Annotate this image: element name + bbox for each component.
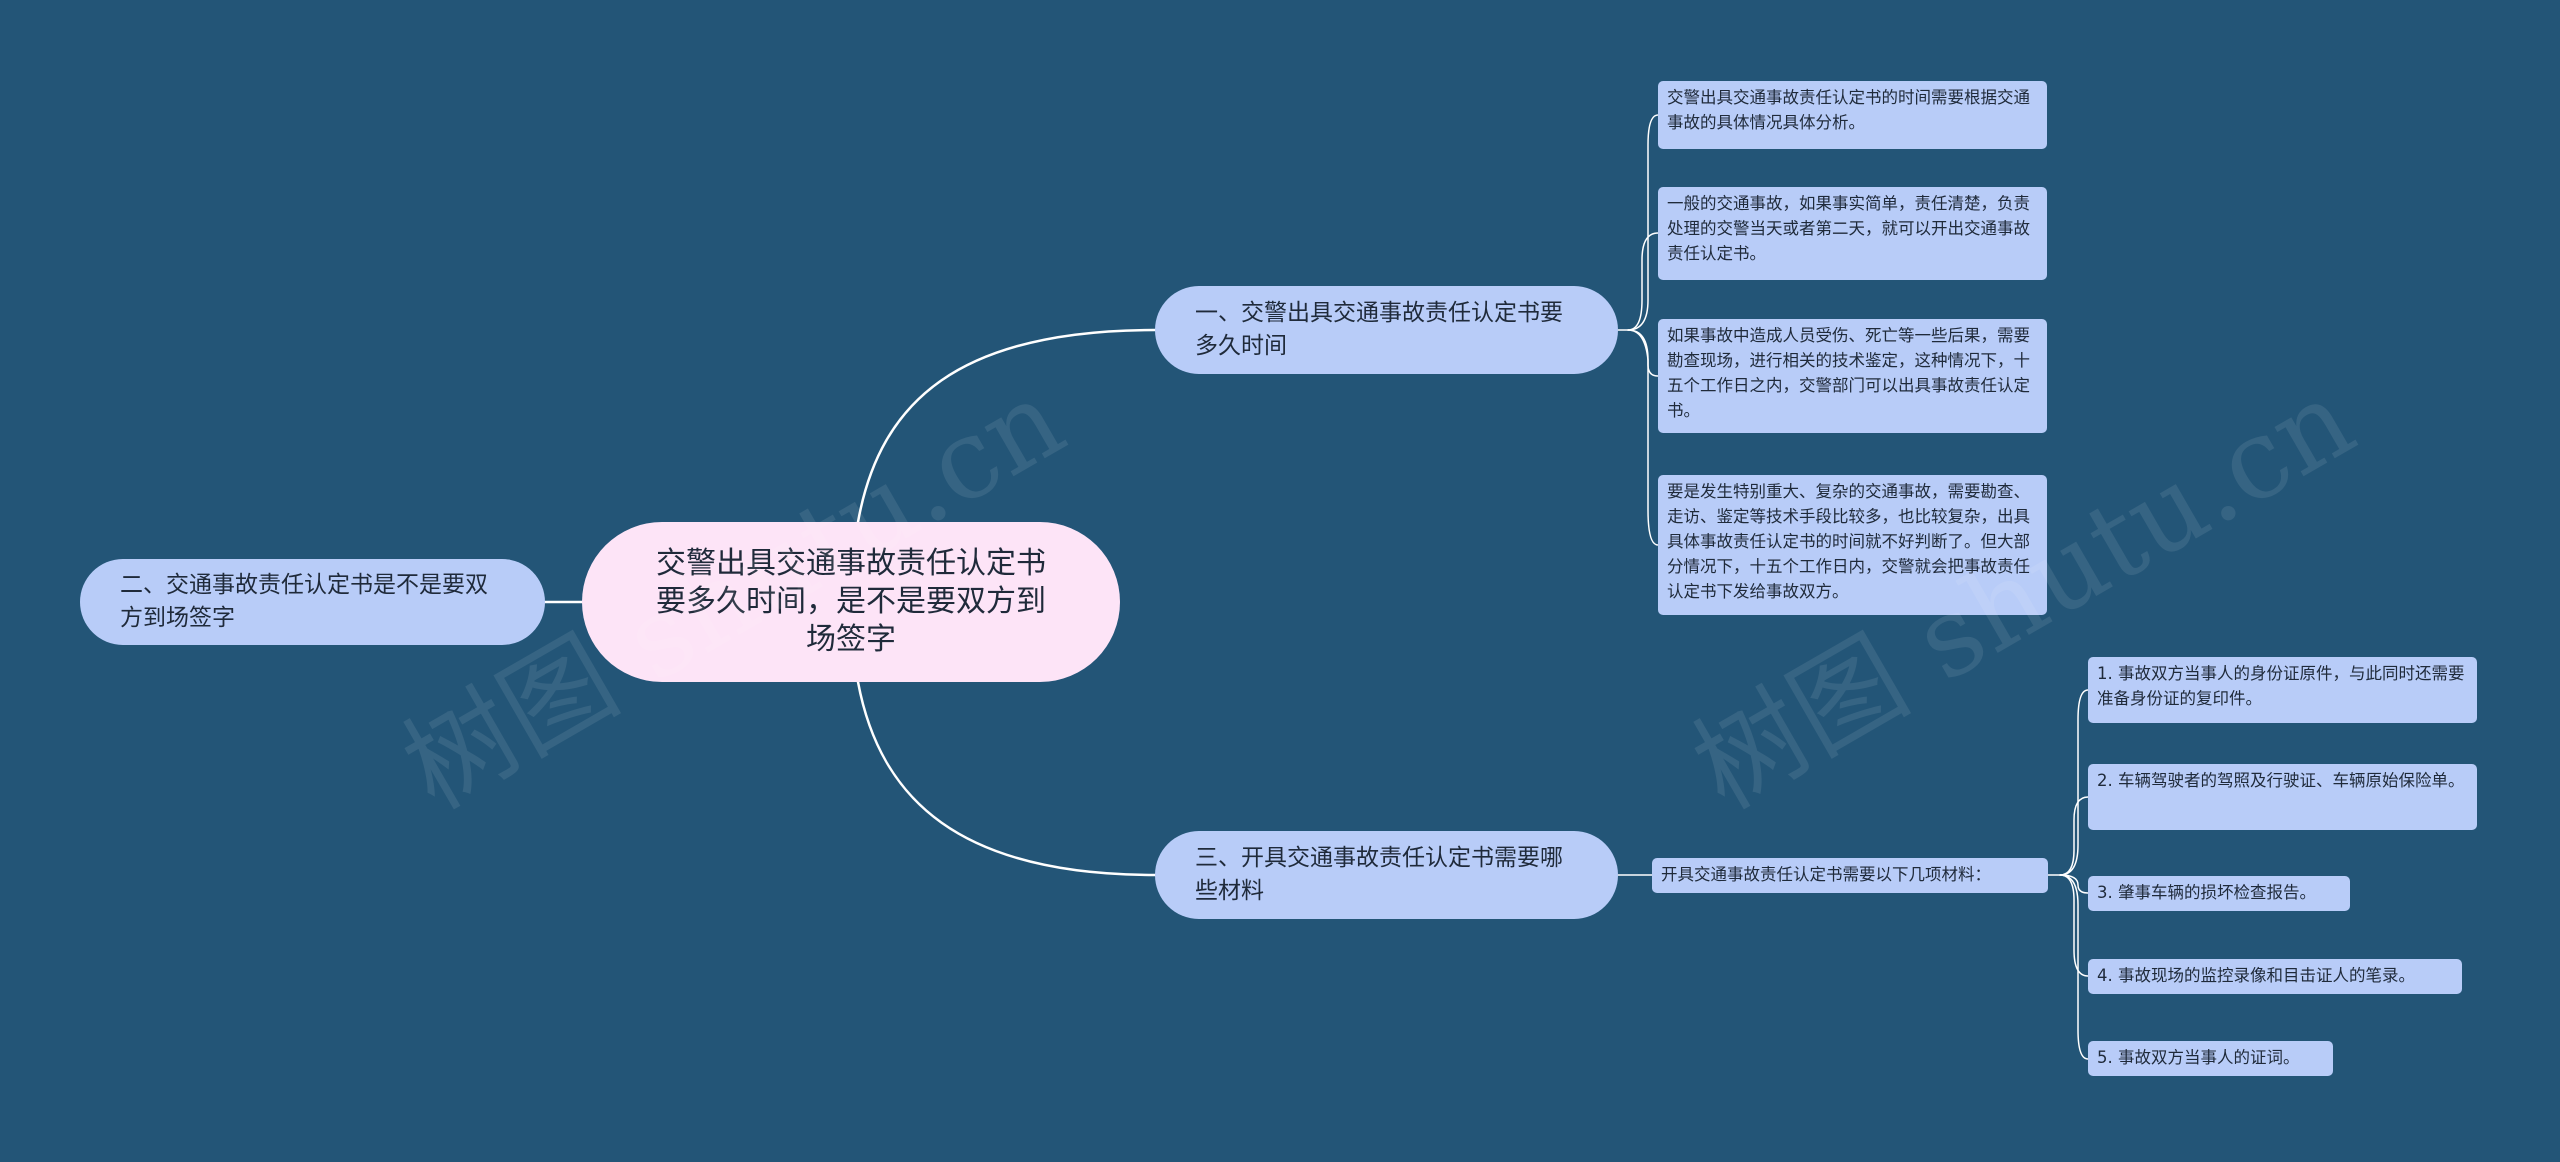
branch-node-duration[interactable]: 一、交警出具交通事故责任认定书要多久时间 [1155, 286, 1618, 374]
branch-node-materials[interactable]: 三、开具交通事故责任认定书需要哪些材料 [1155, 831, 1618, 919]
leaf-node-materials-4-text: 4. 事故现场的监控录像和目击证人的笔录。 [2097, 966, 2415, 985]
connector-middle-leaf2 [2059, 796, 2089, 876]
leaf-node-duration-1[interactable]: 交警出具交通事故责任认定书的时间需要根据交通事故的具体情况具体分析。 [1658, 81, 2047, 149]
leaf-node-duration-4-text: 要是发生特别重大、复杂的交通事故，需要勘查、走访、鉴定等技术手段比较多，也比较复… [1667, 482, 2030, 601]
leaf-node-materials-1-text: 1. 事故双方当事人的身份证原件，与此同时还需要准备身份证的复印件。 [2097, 664, 2465, 708]
leaf-node-materials-4[interactable]: 4. 事故现场的监控录像和目击证人的笔录。 [2088, 959, 2462, 994]
branch-node-signature[interactable]: 二、交通事故责任认定书是不是要双方到场签字 [80, 559, 545, 645]
connector-branch1-leaf2 [1627, 232, 1659, 331]
leaf-node-materials-3-text: 3. 肇事车辆的损坏检查报告。 [2097, 883, 2316, 902]
connector-middle-leaf3 [2059, 874, 2089, 894]
branch-node-signature-label: 二、交通事故责任认定书是不是要双方到场签字 [120, 572, 488, 631]
leaf-node-materials-1[interactable]: 1. 事故双方当事人的身份证原件，与此同时还需要准备身份证的复印件。 [2088, 657, 2477, 723]
connector-middle-leaf5 [2059, 874, 2089, 1060]
leaf-node-duration-4[interactable]: 要是发生特别重大、复杂的交通事故，需要勘查、走访、鉴定等技术手段比较多，也比较复… [1658, 475, 2047, 615]
leaf-node-duration-2[interactable]: 一般的交通事故，如果事实简单，责任清楚，负责处理的交警当天或者第二天，就可以开出… [1658, 187, 2047, 280]
connector-middle-leaf4 [2059, 874, 2089, 977]
leaf-node-materials-3[interactable]: 3. 肇事车辆的损坏检查报告。 [2088, 876, 2350, 911]
leaf-node-materials-5-text: 5. 事故双方当事人的证词。 [2097, 1048, 2300, 1067]
connector-root-branch3 [856, 680, 1157, 877]
leaf-node-duration-3[interactable]: 如果事故中造成人员受伤、死亡等一些后果，需要勘查现场，进行相关的技术鉴定，这种情… [1658, 319, 2047, 433]
materials-intro-node-text: 开具交通事故责任认定书需要以下几项材料： [1661, 865, 1991, 884]
leaf-node-duration-2-text: 一般的交通事故，如果事实简单，责任清楚，负责处理的交警当天或者第二天，就可以开出… [1667, 194, 2030, 263]
root-node[interactable]: 交警出具交通事故责任认定书要多久时间，是不是要双方到场签字 [582, 522, 1120, 682]
connector-branch1-leaf1 [1617, 114, 1659, 331]
connector-branch1-leaf4 [1627, 329, 1659, 546]
branch-node-materials-label: 三、开具交通事故责任认定书需要哪些材料 [1195, 845, 1563, 904]
connector-middle-leaf1 [2047, 689, 2089, 876]
branch-node-duration-label: 一、交警出具交通事故责任认定书要多久时间 [1195, 300, 1563, 359]
leaf-node-materials-2[interactable]: 2. 车辆驾驶者的驾照及行驶证、车辆原始保险单。 [2088, 764, 2477, 830]
leaf-node-materials-2-text: 2. 车辆驾驶者的驾照及行驶证、车辆原始保险单。 [2097, 771, 2465, 790]
leaf-node-materials-5[interactable]: 5. 事故双方当事人的证词。 [2088, 1041, 2333, 1076]
root-node-label: 交警出具交通事故责任认定书要多久时间，是不是要双方到场签字 [656, 546, 1046, 657]
connector-root-branch1 [856, 328, 1157, 524]
leaf-node-duration-3-text: 如果事故中造成人员受伤、死亡等一些后果，需要勘查现场，进行相关的技术鉴定，这种情… [1667, 326, 2030, 420]
leaf-node-duration-1-text: 交警出具交通事故责任认定书的时间需要根据交通事故的具体情况具体分析。 [1667, 88, 2030, 132]
materials-intro-node[interactable]: 开具交通事故责任认定书需要以下几项材料： [1652, 858, 2048, 893]
